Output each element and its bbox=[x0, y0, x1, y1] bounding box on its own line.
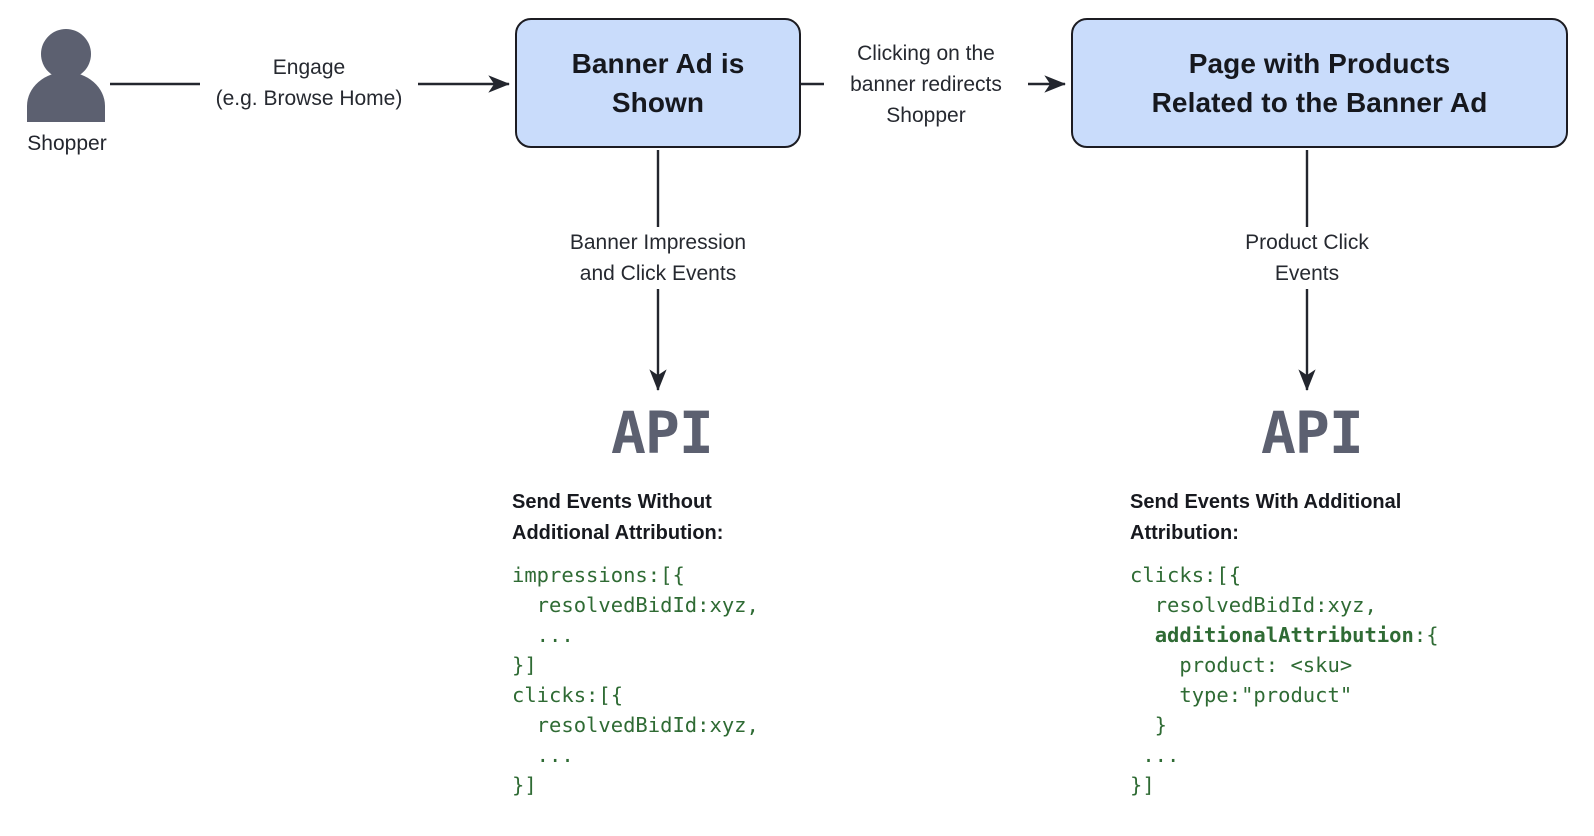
api-endpoint-icon-right: API bbox=[1261, 399, 1364, 467]
edge-label-engage: Engage (e.g. Browse Home) bbox=[200, 52, 418, 114]
api-endpoint-icon-left: API bbox=[611, 399, 714, 467]
code-panel-title: Send Events With Additional Attribution: bbox=[1130, 491, 1402, 544]
code-block: impressions:[{ resolvedBidId:xyz, ... }]… bbox=[512, 563, 759, 797]
edge-label-banner-redirects: Clicking on the banner redirects Shopper bbox=[824, 38, 1028, 131]
code-panel-title: Send Events Without Additional Attributi… bbox=[512, 491, 724, 544]
node-page-with-products-label: Page with Products Related to the Banner… bbox=[1151, 48, 1488, 118]
code-panel-with-attribution: Send Events With Additional Attribution:… bbox=[1130, 487, 1560, 800]
code-panel-without-attribution: Send Events Without Additional Attributi… bbox=[512, 487, 912, 800]
actor-shopper-label: Shopper bbox=[27, 132, 107, 155]
node-banner-ad-shown-label: Banner Ad is Shown bbox=[571, 48, 745, 118]
code-block: clicks:[{ resolvedBidId:xyz, additionalA… bbox=[1130, 563, 1439, 797]
person-icon bbox=[27, 29, 105, 122]
edge-label-banner-impression-click-events: Banner Impression and Click Events bbox=[540, 227, 776, 289]
node-banner-ad-shown[interactable]: Banner Ad is Shown bbox=[515, 18, 801, 148]
edge-label-product-click-events: Product Click Events bbox=[1215, 227, 1399, 289]
node-page-with-products[interactable]: Page with Products Related to the Banner… bbox=[1071, 18, 1568, 148]
actor-shopper: Shopper bbox=[18, 26, 114, 155]
